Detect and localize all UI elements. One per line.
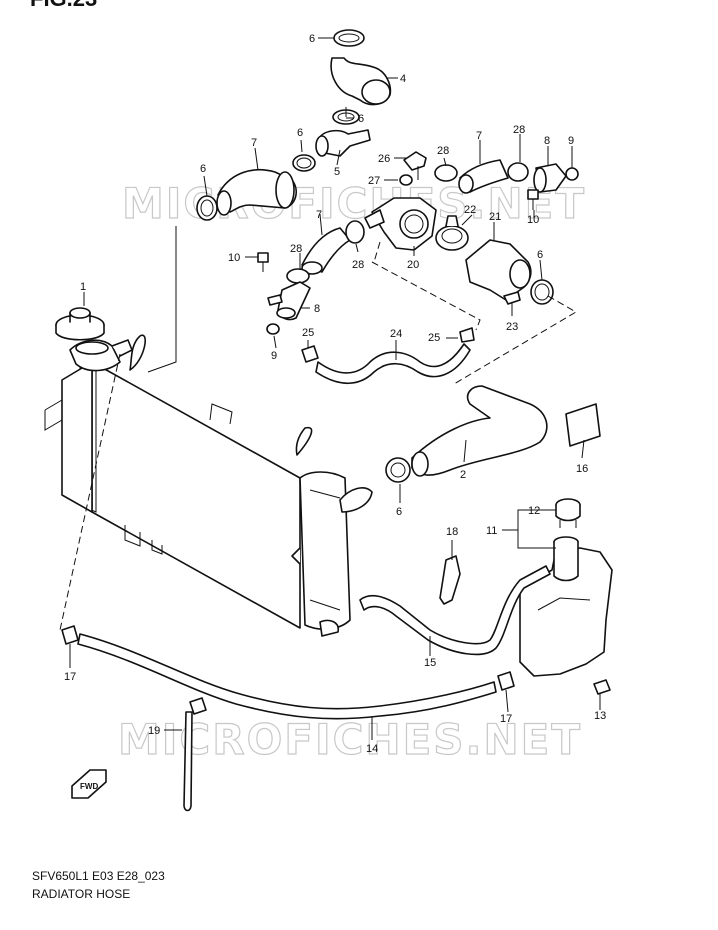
callout-4: 4 [400, 73, 406, 85]
callout-28-c: 28 [437, 145, 449, 157]
hose-19 [183, 697, 207, 812]
watermark-bottom: MICROFICHES.NET [118, 715, 582, 764]
clamp-28-a [345, 220, 365, 244]
cap-12 [555, 498, 581, 528]
o-ring-9-right [565, 167, 579, 181]
callout-12: 12 [528, 505, 540, 517]
callout-14: 14 [366, 743, 378, 755]
hose-7-left [301, 227, 351, 275]
clamp-6-c [292, 154, 316, 172]
callout-17-left: 17 [64, 671, 76, 683]
clamp-6-a [196, 195, 218, 221]
hose-15 [359, 565, 551, 656]
callout-6-a: 6 [200, 163, 206, 175]
callout-18: 18 [446, 526, 458, 538]
callout-21: 21 [489, 211, 501, 223]
callout-28-a: 28 [290, 243, 302, 255]
callout-9-left: 9 [271, 350, 277, 362]
clamp-6-top [333, 29, 365, 47]
bolt-10-right [527, 189, 539, 210]
callout-28-d: 28 [513, 124, 525, 136]
hose-3 [216, 168, 297, 216]
leader-lines [69, 37, 601, 740]
callout-15: 15 [424, 657, 436, 669]
callout-8-right: 8 [544, 135, 550, 147]
figure-title: FIG.23 [30, 0, 97, 12]
callout-9-right: 9 [568, 135, 574, 147]
callout-3: 7 [251, 137, 257, 149]
callout-6-top: 6 [309, 33, 315, 45]
callout-6-b: 6 [358, 113, 364, 125]
clamp-6-e [385, 457, 411, 483]
clamp-6-d [530, 279, 554, 305]
pad-16 [565, 403, 601, 447]
fwd-badge-text: FWD [80, 782, 98, 791]
filler-neck [69, 339, 133, 372]
callout-17-right: 17 [500, 713, 512, 725]
hose-2 [411, 385, 548, 477]
bolt-23 [503, 291, 521, 305]
callout-24: 24 [390, 328, 402, 340]
bolt-26 [403, 151, 427, 180]
callout-8-left: 8 [314, 303, 320, 315]
callout-27: 27 [368, 175, 380, 187]
fwd-arrow-icon: FWD [71, 769, 107, 799]
callouts: 1 2 7 4 5 6 6 6 6 6 6 7 7 8 8 9 9 10 10 … [64, 33, 606, 755]
callout-10-left: 10 [228, 252, 240, 264]
callout-28-b: 28 [352, 259, 364, 271]
hose-7-right [458, 159, 509, 194]
thermostat-case-20 [364, 197, 437, 251]
callout-16: 16 [576, 463, 588, 475]
joint-8-left [267, 281, 311, 321]
callout-11: 11 [486, 525, 497, 537]
joint-5 [315, 129, 371, 157]
reservoir-tank [519, 536, 613, 677]
thermostat-22 [435, 215, 469, 251]
callout-13: 13 [594, 710, 606, 722]
clamp-28-b [286, 268, 310, 284]
radiator [44, 334, 373, 637]
callout-23: 23 [506, 321, 518, 333]
o-ring-9-left [266, 323, 280, 335]
joint-21 [465, 239, 532, 301]
callout-2: 2 [460, 469, 466, 481]
callout-10-right: 10 [527, 214, 539, 226]
callout-6-e: 6 [396, 506, 402, 518]
callout-6-d: 6 [537, 249, 543, 261]
hose-14 [77, 633, 497, 720]
hose-24 [315, 343, 471, 384]
clamp-28-d [507, 162, 529, 182]
joint-8-right [533, 163, 567, 193]
bolt-10-left [257, 252, 269, 272]
footer-diagram-name: RADIATOR HOSE [32, 887, 131, 901]
callout-19: 19 [148, 725, 160, 737]
clamp-25-a [301, 345, 319, 363]
callout-7-left: 7 [316, 209, 322, 221]
callout-6-c: 6 [297, 127, 303, 139]
callout-7-right: 7 [476, 130, 482, 142]
callout-1: 1 [80, 281, 86, 293]
hose-4 [330, 57, 392, 106]
callout-26: 26 [378, 153, 390, 165]
nut-27 [399, 174, 413, 186]
clamp-25-b [459, 327, 475, 343]
clamp-17-right [497, 671, 515, 691]
callout-25-right: 25 [428, 332, 440, 344]
callout-25-left: 25 [302, 327, 314, 339]
dashed-lines [59, 241, 577, 631]
bolt-13 [593, 679, 611, 695]
callout-22: 22 [464, 204, 476, 216]
footer-diagram-code: SFV650L1 E03 E28_023 [32, 869, 165, 883]
callout-5: 5 [334, 166, 340, 178]
callout-20: 20 [407, 259, 419, 271]
clamp-28-c [434, 164, 458, 182]
radiator-cap [55, 307, 105, 341]
clamp-17-left [61, 625, 79, 645]
bracket-18 [439, 555, 461, 605]
